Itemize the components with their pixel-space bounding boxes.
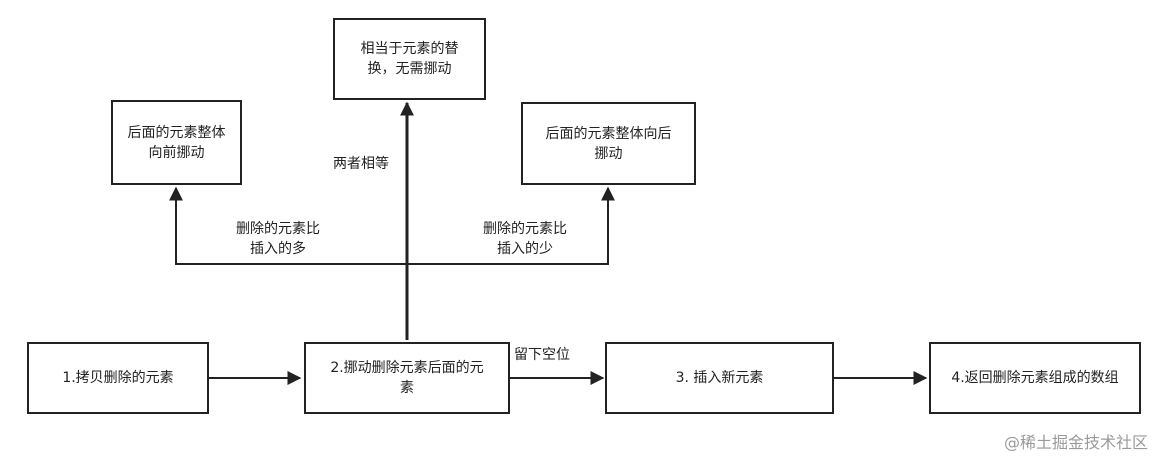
node-shift-forward-label: 后面的元素整体向前挪动 — [127, 124, 226, 161]
node-copy-deleted: 1.拷贝删除的元素 — [27, 342, 209, 414]
edge-label-delete-less: 删除的元素比插入的少 — [483, 221, 567, 257]
node-shift-forward: 后面的元素整体向前挪动 — [111, 100, 242, 185]
edge-label-leave-gap: 留下空位 — [514, 347, 570, 363]
node-copy-deleted-label: 1.拷贝删除的元素 — [62, 370, 174, 386]
node-shift-backward: 后面的元素整体向后挪动 — [521, 102, 696, 185]
node-return-array-label: 4.返回删除元素组成的数组 — [951, 370, 1119, 386]
node-insert-new: 3. 插入新元素 — [605, 342, 834, 414]
node-move-elements: 2.挪动删除元素后面的元素 — [304, 342, 510, 414]
node-return-array: 4.返回删除元素组成的数组 — [929, 342, 1141, 414]
watermark: @稀土掘金技术社区 — [1003, 433, 1148, 452]
edge-label-equal: 两者相等 — [333, 156, 389, 172]
node-insert-new-label: 3. 插入新元素 — [675, 370, 764, 386]
edge-branch-left — [169, 186, 407, 265]
node-replace-label: 相当于元素的替换，无需挪动 — [360, 41, 459, 77]
node-shift-backward-label: 后面的元素整体向后挪动 — [545, 125, 672, 162]
edge-label-delete-more: 删除的元素比插入的多 — [236, 221, 320, 257]
node-replace: 相当于元素的替换，无需挪动 — [333, 18, 486, 100]
node-move-elements-label: 2.挪动删除元素后面的元素 — [330, 360, 484, 396]
edge-branch-right — [407, 186, 615, 265]
